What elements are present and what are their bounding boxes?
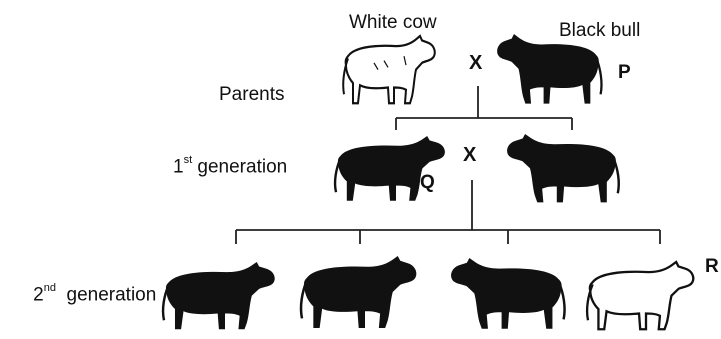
gen2-white-cow-r bbox=[585, 260, 695, 331]
first-generation-label: 1st generation bbox=[173, 154, 288, 178]
second-gen-number: 2 bbox=[33, 284, 44, 306]
first-gen-superscript: st bbox=[183, 154, 193, 166]
marker-r: R bbox=[705, 256, 719, 277]
gen1-cross-marker: X bbox=[463, 144, 477, 166]
first-gen-text: generation bbox=[192, 156, 288, 178]
gen1-black-bull bbox=[507, 134, 620, 203]
white-cow-label: White cow bbox=[349, 12, 437, 33]
gen2-black-cow-2 bbox=[299, 256, 417, 328]
second-gen-superscript: nd bbox=[43, 282, 56, 294]
black-bull-label: Black bull bbox=[559, 20, 641, 41]
marker-p: P bbox=[618, 62, 631, 83]
pedigree-lines bbox=[235, 86, 661, 244]
marker-q: Q bbox=[420, 172, 435, 193]
parent-white-cow bbox=[342, 34, 436, 105]
second-gen-text: generation bbox=[55, 284, 157, 306]
parent-black-bull bbox=[497, 34, 603, 104]
second-generation-label: 2nd generation bbox=[12, 262, 156, 328]
gen2-black-cow-1 bbox=[161, 262, 275, 330]
parent-cross-marker: X bbox=[469, 52, 483, 74]
gen2-black-cow-3 bbox=[451, 258, 566, 329]
parents-label: Parents bbox=[219, 84, 285, 105]
first-gen-number: 1 bbox=[173, 156, 184, 178]
